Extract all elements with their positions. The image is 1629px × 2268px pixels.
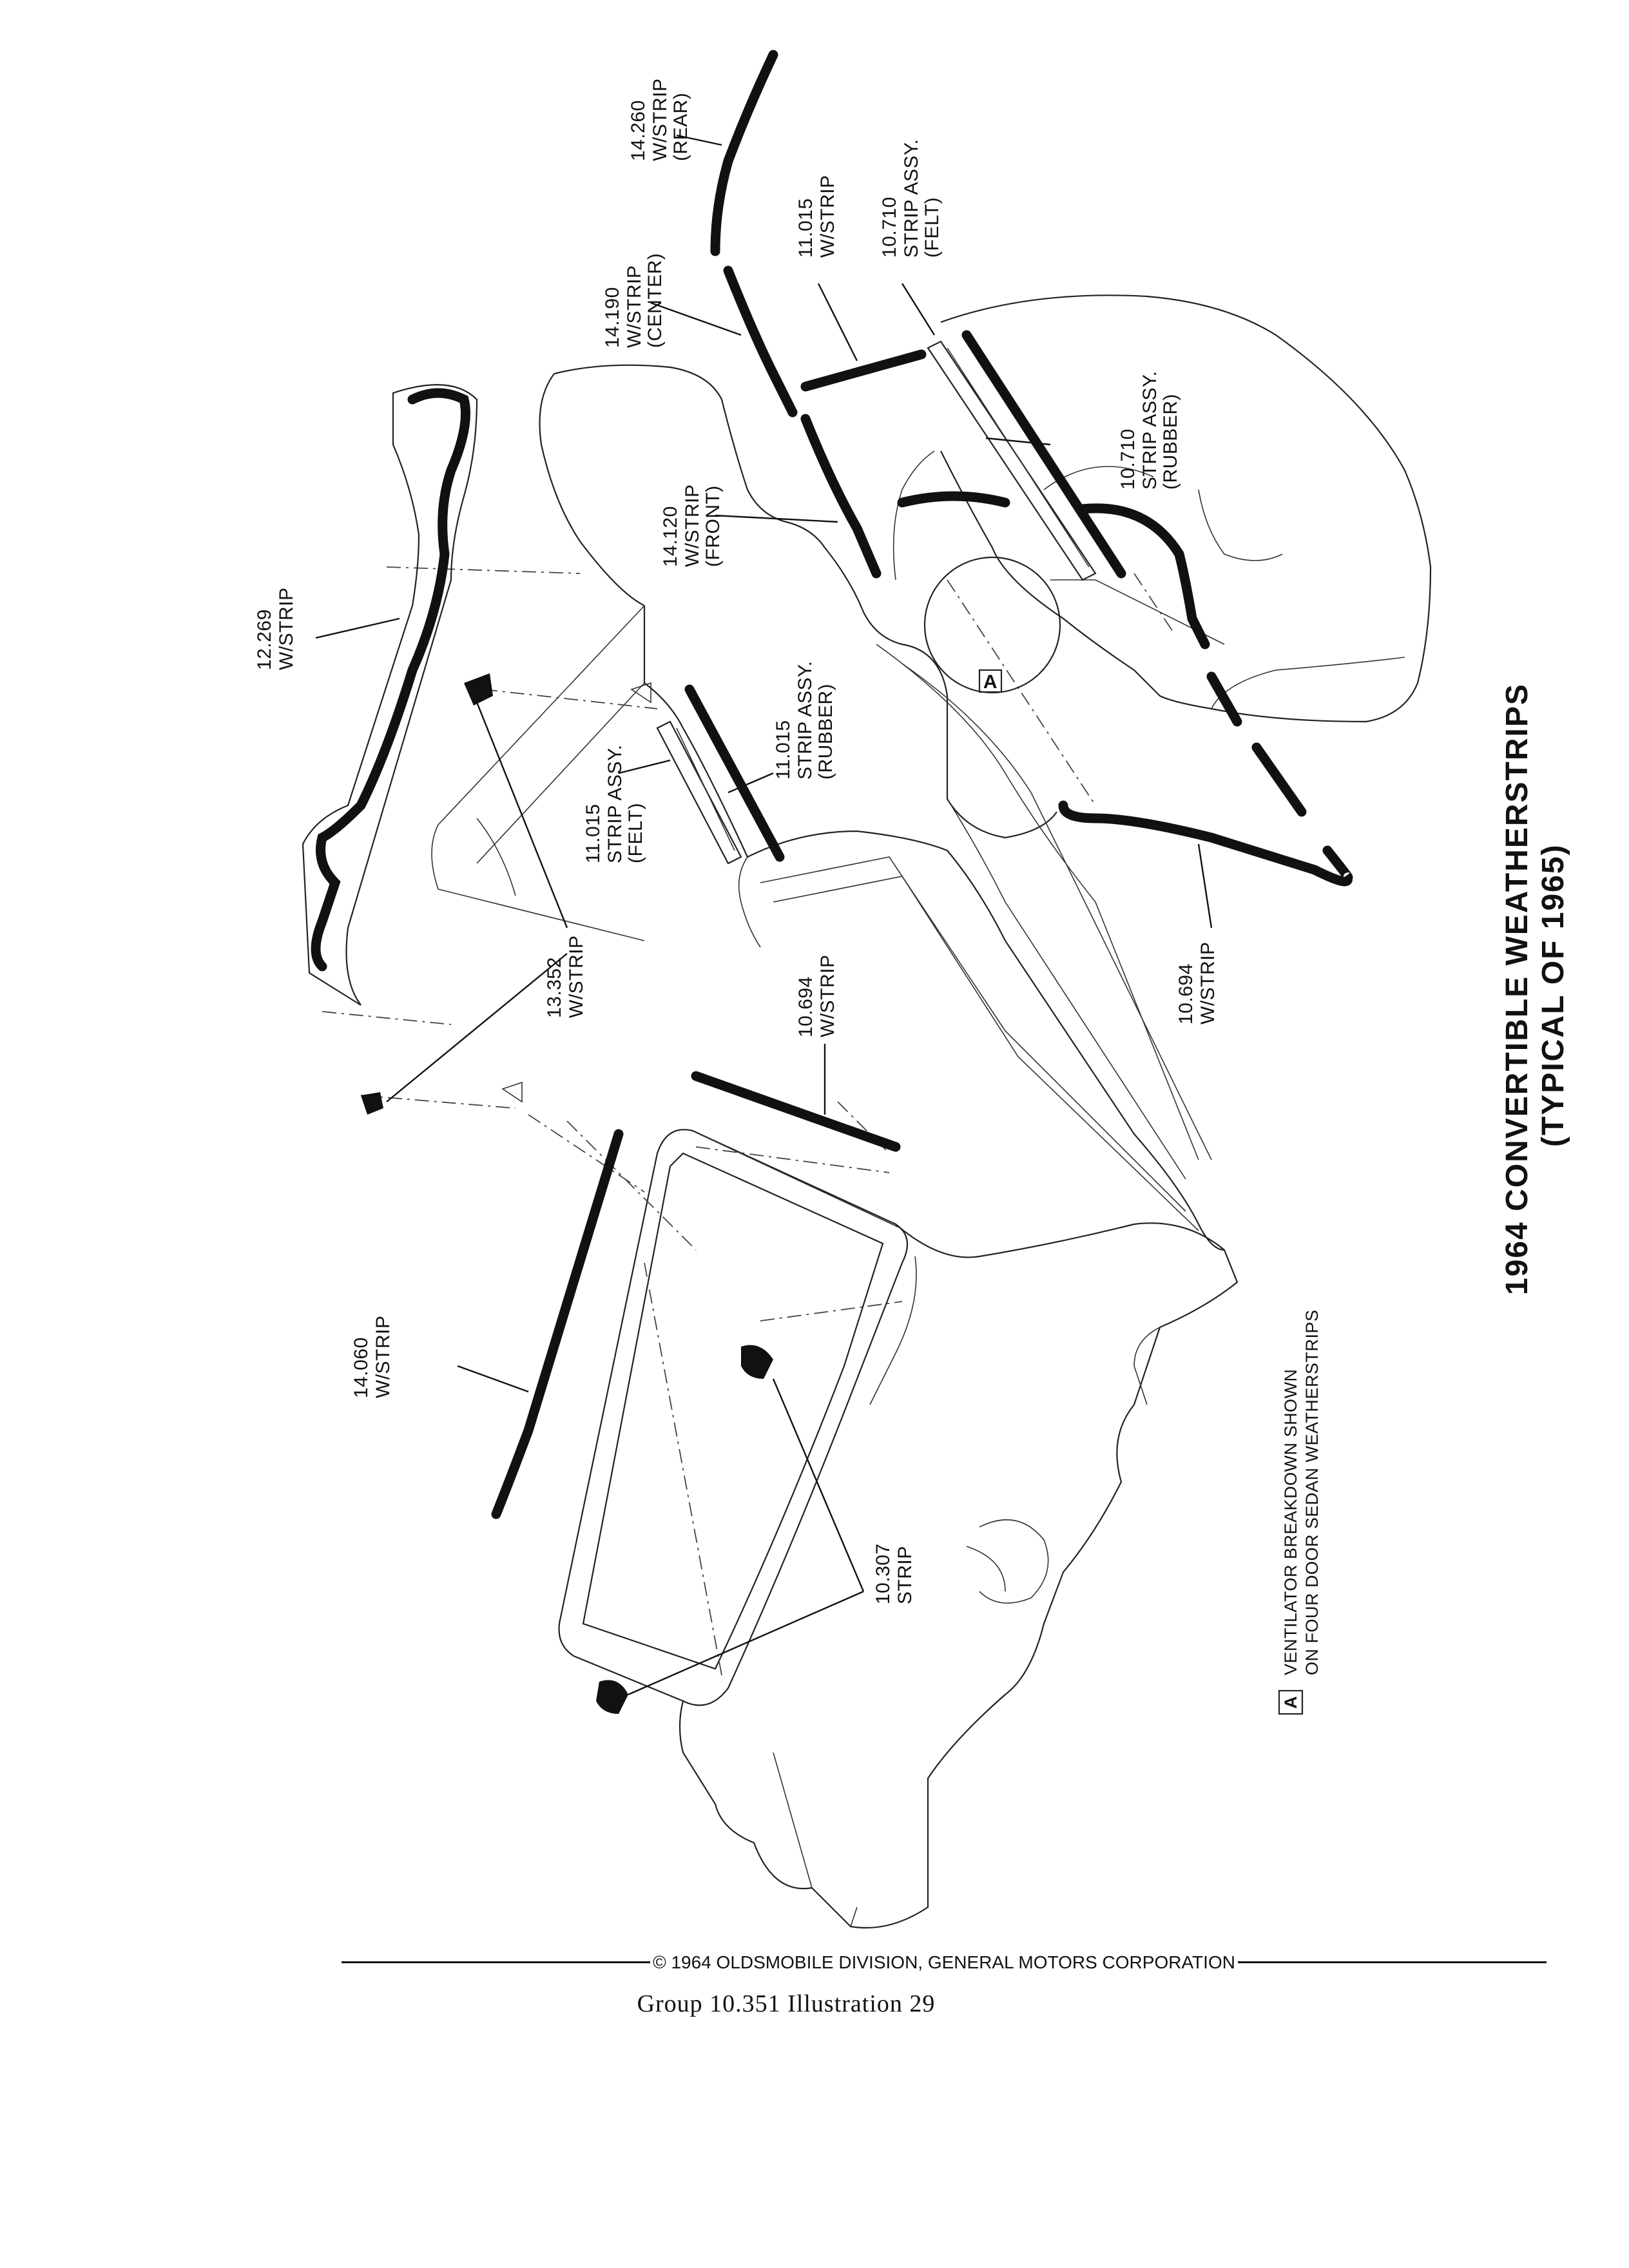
svg-text:W/STRIP: W/STRIP (1197, 942, 1219, 1025)
svg-text:W/STRIP: W/STRIP (682, 485, 703, 568)
svg-text:(FRONT): (FRONT) (702, 485, 724, 567)
svg-text:STRIP ASSY.: STRIP ASSY. (1139, 371, 1161, 490)
svg-text:10.710: 10.710 (1117, 428, 1139, 490)
strip-10-307-lower (596, 1680, 628, 1714)
strip-10-710-felt (927, 340, 1097, 581)
callout-14-190: 14.190 W/STRIP (CENTER) (602, 253, 666, 348)
callout-14-060: 14.060 W/STRIP (351, 1316, 394, 1399)
svg-text:14.120: 14.120 (660, 506, 681, 567)
page-footer: © 1964 OLDSMOBILE DIVISION, GENERAL MOTO… (342, 1952, 1547, 2030)
marker-box-a (978, 669, 1003, 693)
callout-11-015-rubber: 11.015 STRIP ASSY. (RUBBER) (773, 661, 836, 780)
callout-10-710-rubber: 10.710 STRIP ASSY. (RUBBER) (1117, 371, 1181, 490)
strip-10-307-upper (741, 1345, 773, 1379)
diagram-title: 1964 CONVERTIBLE WEATHERSTRIPS (TYPICAL … (1500, 683, 1570, 1295)
callout-qualifier: (REAR) (670, 93, 691, 161)
svg-text:W/STRIP: W/STRIP (624, 265, 645, 349)
svg-text:11.015: 11.015 (773, 720, 794, 780)
svg-text:(RUBBER): (RUBBER) (815, 684, 836, 780)
copyright-text: © 1964 OLDSMOBILE DIVISION, GENERAL MOTO… (650, 1952, 1238, 1972)
title-line1: 1964 CONVERTIBLE WEATHERSTRIPS (1500, 683, 1534, 1295)
strip-14-190-center (723, 265, 798, 418)
front-door (747, 830, 1225, 1251)
weatherstrips (302, 50, 1353, 1714)
svg-text:10.694: 10.694 (795, 976, 816, 1037)
windshield-frame (558, 1129, 909, 1706)
rear-door-panel (940, 294, 1432, 723)
svg-text:(FELT): (FELT) (921, 197, 943, 258)
callout-14-260: 14.260 W/STRIP (REAR) (628, 79, 691, 162)
callout-10-694-right: 10.694 W/STRIP (1175, 942, 1219, 1025)
strip-10-710-rubber (961, 330, 1126, 579)
svg-text:10.694: 10.694 (1175, 963, 1197, 1024)
strip-11-015-rubber (684, 684, 785, 862)
note-line1: VENTILATOR BREAKDOWN SHOWN (1281, 1369, 1300, 1675)
ventilator-detail-circle: A (923, 556, 1061, 694)
note-marker-box (1278, 1689, 1304, 1715)
illustration-caption: Group 10.351 Illustration 29 (637, 1990, 936, 2017)
callout-10-307: 10.307 STRIP (872, 1543, 916, 1604)
strip-10-694-right (1058, 671, 1353, 887)
svg-text:14.060: 14.060 (351, 1337, 372, 1398)
strip-10-694-mid (691, 1071, 901, 1152)
svg-text:11.015: 11.015 (795, 198, 816, 258)
svg-text:W/STRIP: W/STRIP (566, 936, 587, 1019)
callout-number: 14.260 (628, 100, 649, 161)
svg-text:13.352: 13.352 (544, 957, 565, 1018)
svg-text:12.269: 12.269 (254, 609, 275, 670)
callout-10-710-felt: 10.710 STRIP ASSY. (FELT) (879, 139, 943, 258)
title-line2: (TYPICAL OF 1965) (1536, 843, 1570, 1147)
callout-10-694-mid: 10.694 W/STRIP (795, 955, 838, 1038)
ventilator-note: A VENTILATOR BREAKDOWN SHOWN ON FOUR DOO… (1278, 1309, 1322, 1715)
svg-text:STRIP ASSY.: STRIP ASSY. (901, 139, 922, 258)
callout-desc: W/STRIP (650, 79, 671, 162)
marker-a-label: A (983, 671, 998, 693)
callout-12-269: 12.269 W/STRIP (254, 588, 297, 671)
svg-text:(CENTER): (CENTER) (644, 253, 666, 348)
clip-13-352-upper (464, 673, 493, 706)
svg-text:W/STRIP: W/STRIP (817, 955, 838, 1038)
strip-12-269-loop (311, 388, 470, 972)
strip-14-120-front (800, 414, 882, 579)
body-outline (322, 294, 1432, 1929)
svg-text:W/STRIP: W/STRIP (276, 588, 297, 671)
svg-text:11.015: 11.015 (583, 803, 604, 863)
callout-14-120: 14.120 W/STRIP (FRONT) (660, 485, 724, 568)
note-line2: ON FOUR DOOR SEDAN WEATHERSTRIPS (1302, 1309, 1322, 1675)
svg-text:STRIP: STRIP (894, 1546, 916, 1604)
callout-13-352: 13.352 W/STRIP (544, 936, 587, 1019)
svg-text:(FELT): (FELT) (625, 803, 646, 863)
strip-11-015-small (800, 349, 927, 392)
strip-11-015-felt (656, 720, 742, 865)
svg-text:(RUBBER): (RUBBER) (1160, 394, 1181, 490)
note-marker: A (1281, 1696, 1300, 1709)
svg-text:STRIP ASSY.: STRIP ASSY. (795, 661, 816, 780)
leader-lines (315, 134, 1213, 1696)
cowl-front-body (679, 1222, 1239, 1929)
svg-text:10.307: 10.307 (872, 1543, 894, 1604)
callout-11-015-wstrip: 11.015 W/STRIP (795, 175, 838, 258)
svg-text:W/STRIP: W/STRIP (817, 175, 838, 258)
svg-text:10.710: 10.710 (879, 197, 900, 258)
svg-text:STRIP ASSY.: STRIP ASSY. (604, 745, 626, 864)
clip-13-352-lower (361, 1092, 383, 1115)
callout-11-015-felt: 11.015 STRIP ASSY. (FELT) (583, 745, 646, 864)
svg-text:14.190: 14.190 (602, 287, 623, 348)
strip-14-060 (491, 1129, 624, 1519)
svg-text:W/STRIP: W/STRIP (372, 1316, 394, 1399)
strip-14-260-rear (710, 50, 778, 256)
